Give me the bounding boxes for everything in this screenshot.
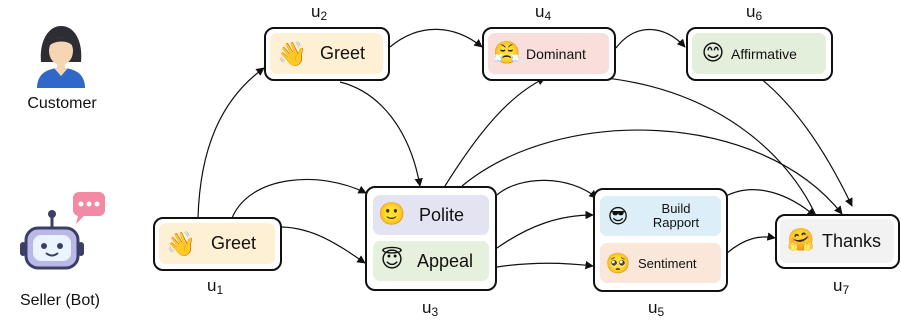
slightly-smiling-face-icon: 🙂 <box>378 202 406 227</box>
u3-label-polite: Polite <box>419 204 465 225</box>
node-u4: 😤 Dominant <box>482 27 616 81</box>
u6-label: Affirmative <box>731 45 797 62</box>
edge-u3-u4 <box>444 77 546 187</box>
u3-appeal-inner: 😇 Appeal <box>373 241 489 281</box>
hugging-face-icon: 🤗 <box>787 228 815 253</box>
edge-u5-u7 <box>726 232 776 254</box>
edge-u1-u2 <box>197 67 265 219</box>
u4-id: u4 <box>535 2 552 23</box>
u7-id: u7 <box>833 276 850 297</box>
u5-sentiment-inner: 🥺 Sentiment <box>600 243 721 283</box>
edge-u3-u7-long <box>461 129 843 215</box>
u2-id: u2 <box>311 2 328 23</box>
edge-u4-u6 <box>615 28 686 49</box>
u6-id: u6 <box>746 2 763 23</box>
seller-bot-avatar <box>20 192 105 270</box>
smiling-face-icon: 😊 <box>701 40 725 66</box>
u7-label: Thanks <box>822 230 882 251</box>
edge-u2-u3 <box>339 81 423 187</box>
u2-greet-inner: 👋 Greet <box>270 33 383 74</box>
u2-label: Greet <box>320 43 366 63</box>
u1-greet-inner: 👋 Greet <box>159 223 275 264</box>
u5-build-inner: 😎 Build Rapport <box>600 196 721 236</box>
u5-label-build: Build Rapport <box>652 201 700 230</box>
node-u5: 😎 Build Rapport 🥺 Sentiment <box>593 188 728 292</box>
u1-id: u1 <box>207 276 224 297</box>
u3-id: u3 <box>422 298 439 319</box>
edge-u3-u5-build <box>496 210 594 249</box>
edge-u5-u7-top <box>723 189 816 217</box>
halo-face-icon: 😇 <box>380 248 404 273</box>
u3-polite-inner: 🙂 Polite <box>373 195 489 235</box>
role-seller: Seller (Bot) <box>19 292 101 309</box>
node-u7: 🤗 Thanks <box>775 214 900 269</box>
edge-u1-u3-appeal <box>281 226 366 264</box>
node-u2: 👋 Greet <box>264 27 390 81</box>
face-with-steam-icon: 😤 <box>493 40 521 66</box>
u4-label: Dominant <box>526 45 586 62</box>
u1-label: Greet <box>211 233 257 253</box>
customer-avatar <box>37 26 85 88</box>
u3-label-appeal: Appeal <box>417 250 474 271</box>
edge-u2-u4 <box>389 28 483 48</box>
node-u6: 😊 Affirmative <box>686 27 833 81</box>
u5-label-sentiment: Sentiment <box>638 255 697 271</box>
role-customer: Customer <box>27 95 97 112</box>
edge-u3-u5-sent <box>496 260 594 270</box>
pleading-face-icon: 🥺 <box>605 251 631 275</box>
u7-thanks-inner: 🤗 Thanks <box>780 219 894 263</box>
node-u3: 🙂 Polite 😇 Appeal <box>365 186 497 291</box>
u4-dominant-inner: 😤 Dominant <box>488 33 609 74</box>
node-u1: 👋 Greet <box>153 217 282 271</box>
u6-affirmative-inner: 😊 Affirmative <box>692 33 826 74</box>
u5-id: u5 <box>648 298 665 319</box>
edge-u1-u3-top <box>231 178 367 219</box>
waving-hand-icon: 👋 <box>277 39 307 68</box>
waving-hand-icon: 👋 <box>166 229 196 258</box>
sunglasses-face-icon: 😎 <box>607 204 629 228</box>
edge-u3-u5-top <box>496 179 598 199</box>
edge-u6-u7 <box>759 77 853 207</box>
